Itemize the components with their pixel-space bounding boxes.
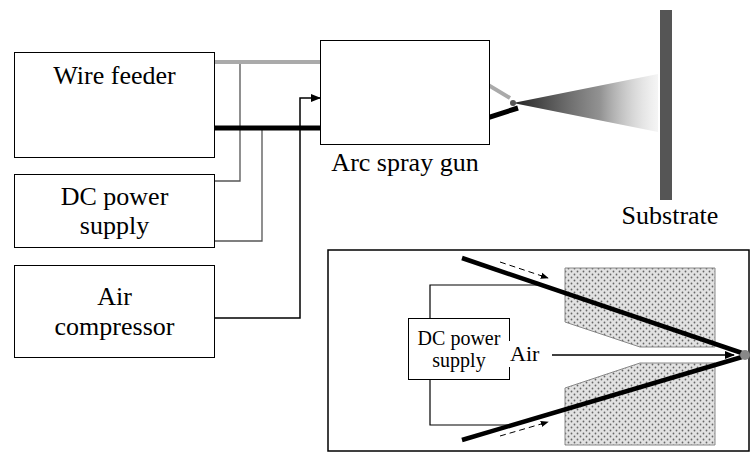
connector bbox=[215, 60, 320, 64]
wire-feeder-box: Wire feeder bbox=[14, 52, 215, 158]
connector bbox=[215, 98, 320, 318]
node-text: Wire feeder bbox=[53, 61, 175, 90]
node-text: DC power supply bbox=[414, 327, 504, 372]
substrate: Substrate bbox=[600, 8, 740, 230]
power-lead bbox=[430, 380, 513, 425]
air-compressor-box: Air compressor bbox=[14, 265, 215, 358]
power-lead bbox=[430, 285, 542, 318]
node-text: Substrate bbox=[622, 201, 719, 230]
substrate-plate bbox=[660, 10, 672, 200]
power-supply-box: DC power supply bbox=[14, 174, 215, 248]
spray-gun-box: Arc spray gun bbox=[320, 40, 490, 145]
node-text: Arc spray gun bbox=[331, 148, 478, 177]
power-lead bbox=[215, 62, 240, 181]
node-text: Air compressor bbox=[40, 282, 190, 340]
spray-plume bbox=[513, 74, 658, 132]
arc-point bbox=[740, 350, 750, 360]
connector bbox=[215, 126, 320, 131]
power-lead bbox=[215, 128, 262, 241]
inset-power-supply-box: DC power supply bbox=[408, 318, 510, 380]
air-flow-arrow bbox=[552, 354, 734, 355]
node-text: DC power supply bbox=[40, 182, 190, 240]
feed-direction bbox=[500, 262, 548, 278]
feed-direction bbox=[500, 422, 548, 436]
inset-frame bbox=[328, 250, 749, 451]
air-label: Air bbox=[508, 341, 541, 367]
arc-point bbox=[510, 100, 516, 106]
